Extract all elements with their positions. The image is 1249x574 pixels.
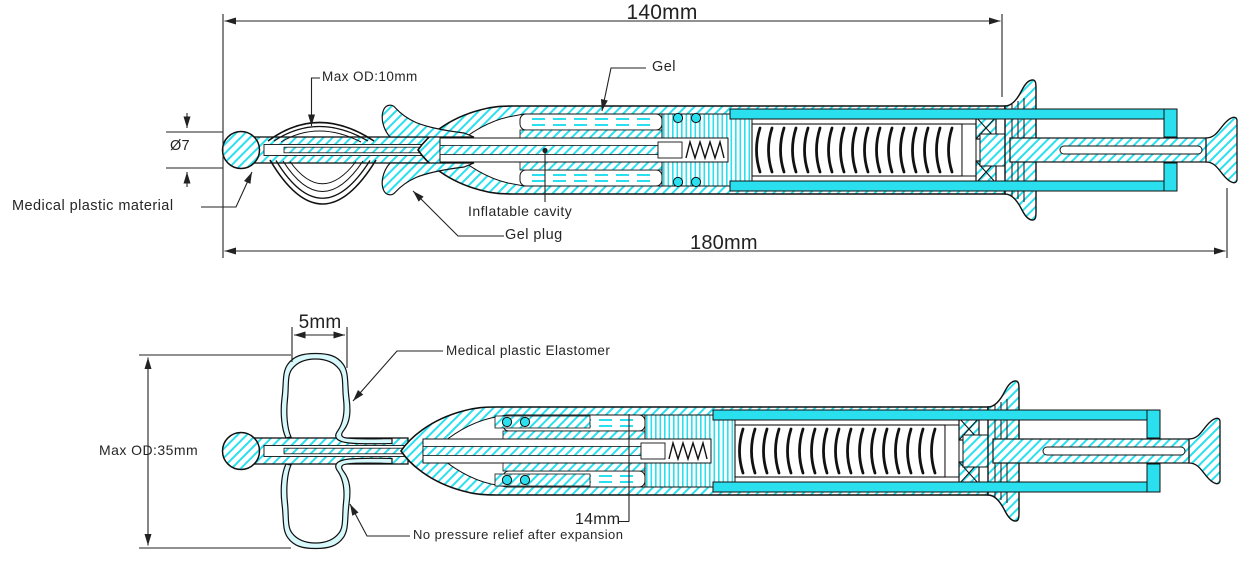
top-view-dimensions xyxy=(166,14,1228,258)
bottom-view-drawing xyxy=(221,352,1222,550)
medical-plastic-material-label: Medical plastic material xyxy=(12,198,174,214)
dim-5mm-label: 5mm xyxy=(298,312,342,333)
tip-diameter-label: Ø7 xyxy=(170,138,190,154)
max-od-35mm-label: Max OD:35mm xyxy=(99,442,199,458)
dim-180mm-label: 180mm xyxy=(690,232,758,254)
top-view-drawing xyxy=(221,78,1239,222)
dim-14mm-label: 14mm xyxy=(575,511,621,528)
medical-plastic-elastomer-label: Medical plastic Elastomer xyxy=(446,343,611,358)
inflatable-cavity-label: Inflatable cavity xyxy=(468,203,573,219)
max-od-10mm-label: Max OD:10mm xyxy=(322,69,418,84)
gel-label: Gel xyxy=(652,59,676,75)
no-pressure-relief-label: No pressure relief after expansion xyxy=(413,527,624,542)
dim-140mm-label: 140mm xyxy=(626,1,698,24)
gel-plug-label: Gel plug xyxy=(505,227,563,243)
bottom-view-dimensions xyxy=(139,327,630,549)
